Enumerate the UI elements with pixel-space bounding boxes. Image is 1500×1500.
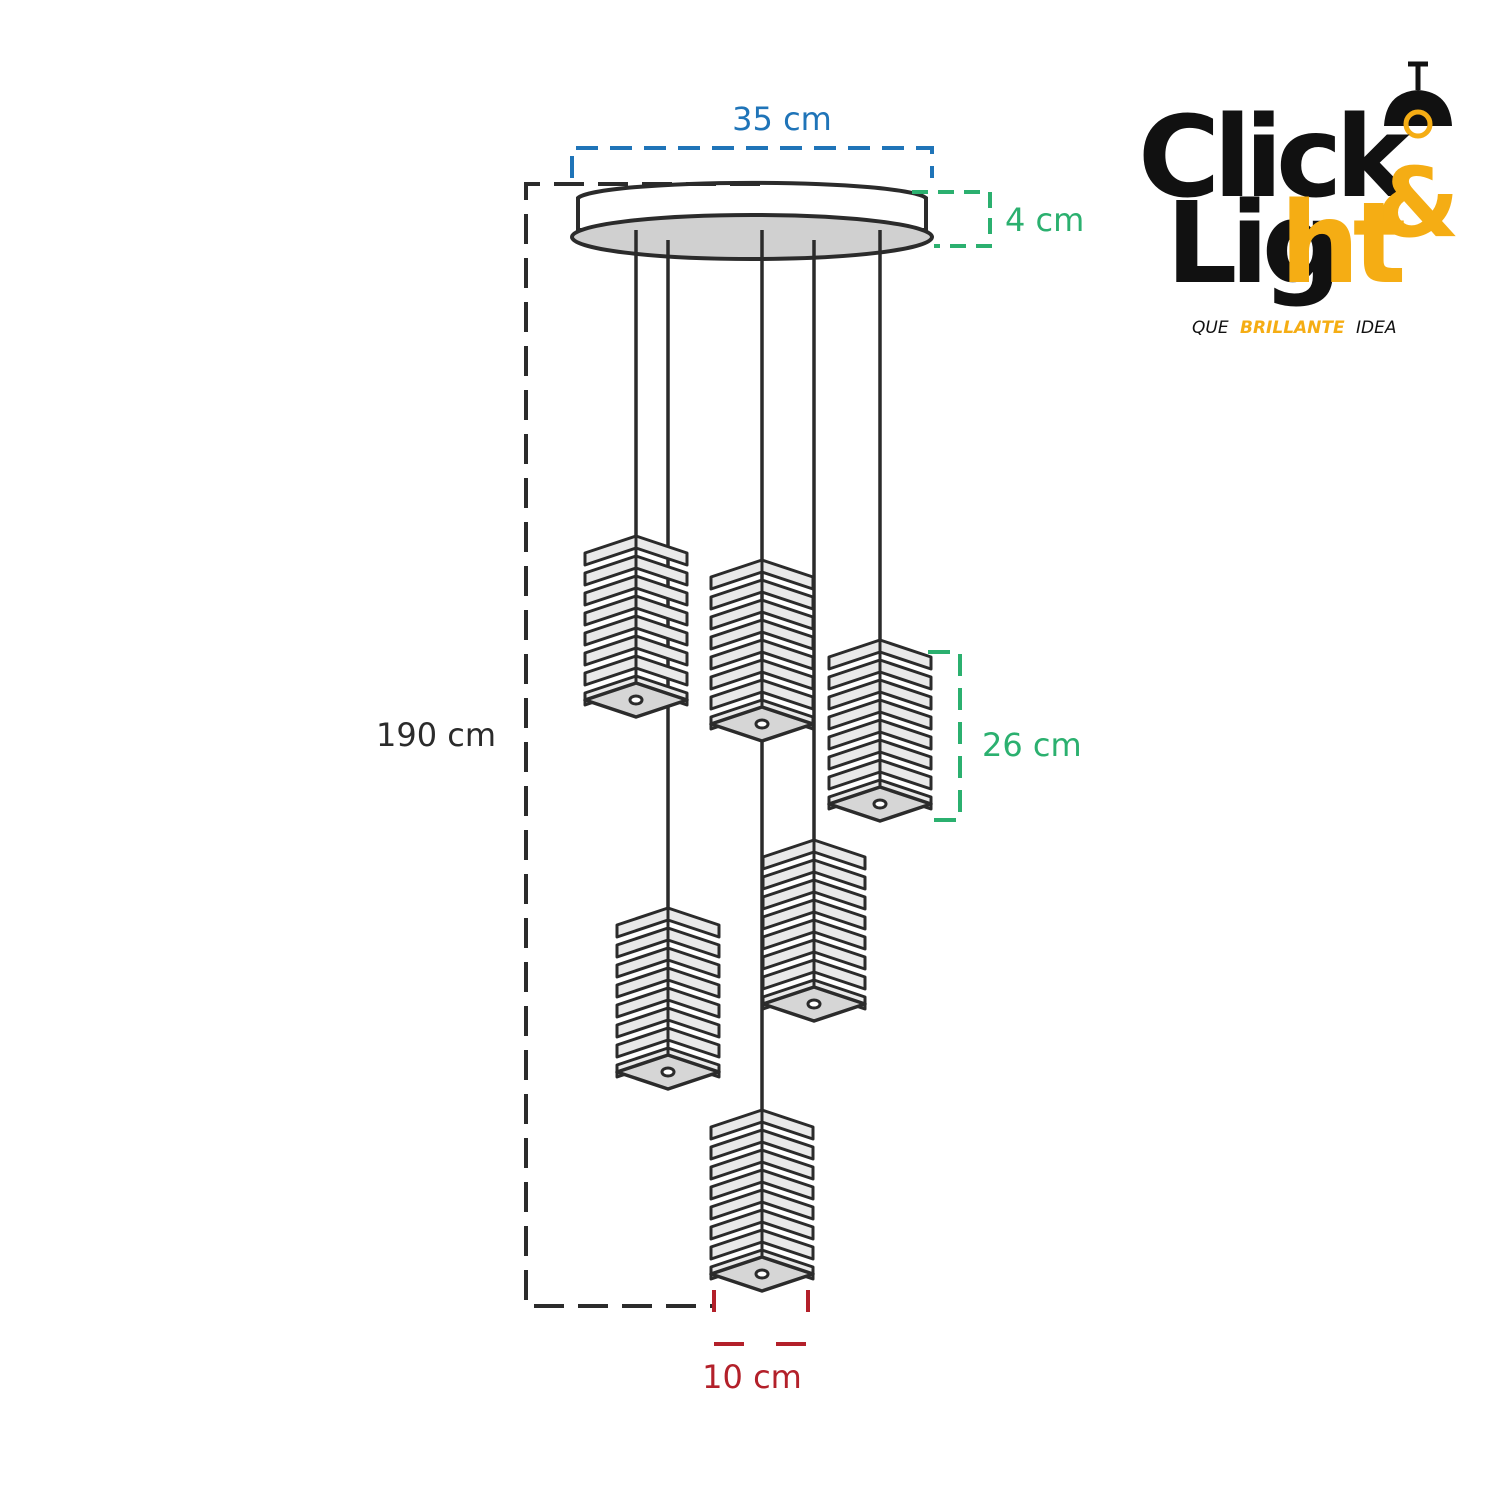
dimension-shade-width: 10 cm [702, 1290, 810, 1396]
dimension-canopy-height: 4 cm [912, 190, 1084, 248]
tagline-idea: IDEA [1356, 318, 1396, 338]
brand-word-ht: ht [1280, 179, 1404, 309]
pendant-shades [583, 534, 933, 1293]
pendant-shade [615, 906, 721, 1091]
tagline-que: QUE [1192, 318, 1229, 338]
socket-hole [660, 1066, 676, 1078]
pendant-shade [709, 558, 815, 743]
pendant-shade [827, 638, 933, 823]
total-drop-label: 190 cm [376, 716, 496, 754]
brand-logo: Click & Lig ht QUE BRILLANTE IDEA [1138, 61, 1463, 338]
socket-hole [872, 798, 888, 810]
socket-hole [754, 718, 770, 730]
socket-hole [806, 998, 822, 1010]
dimension-total-drop: 190 cm [376, 182, 760, 1308]
dimension-canopy-width: 35 cm [570, 100, 934, 178]
dimension-shade-height: 26 cm [928, 650, 1082, 822]
shade-width-label: 10 cm [702, 1358, 802, 1396]
socket-hole [754, 1268, 770, 1280]
tagline-brillante: BRILLANTE [1240, 318, 1345, 338]
canopy-height-label: 4 cm [1005, 201, 1084, 239]
brand-word-click: Click [1138, 93, 1412, 223]
shade-height-label: 26 cm [982, 726, 1082, 764]
pendant-shade [583, 534, 689, 719]
socket-hole [628, 694, 644, 706]
pendant-shade [709, 1108, 815, 1293]
brand-word-lig: Lig [1166, 179, 1335, 309]
canopy [570, 180, 934, 261]
brand-tagline: QUE BRILLANTE IDEA [1192, 318, 1397, 338]
pendant-shade [761, 838, 867, 1023]
lamp-icon [1384, 61, 1452, 139]
canopy-width-label: 35 cm [732, 100, 832, 138]
brand-ampersand: & [1376, 147, 1456, 259]
